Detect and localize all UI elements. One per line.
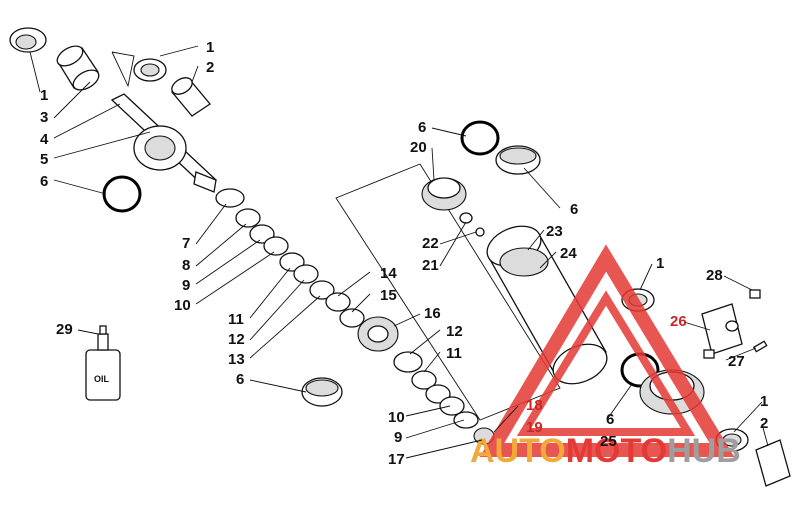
top-bushing-1 [9, 27, 47, 53]
callout-3: 3 [40, 109, 48, 126]
watermark-text: AUTOMOTOHUB [470, 432, 741, 470]
callout-8: 8 [182, 257, 190, 274]
callout-13: 13 [228, 351, 245, 368]
callout-17: 17 [388, 451, 405, 468]
ring-6-lower-left [301, 377, 343, 407]
callout-16: 16 [424, 305, 441, 322]
callout-labels: 1 2 1 3 4 5 6 7 8 9 10 11 12 13 14 15 16… [40, 39, 768, 468]
oring-6-c [460, 120, 500, 156]
callout-1: 1 [656, 255, 664, 272]
ring-6-d [495, 145, 541, 175]
assembly-outline [335, 163, 561, 421]
callout-6: 6 [236, 371, 244, 388]
callout-26: 26 [670, 313, 687, 330]
leader-lines [29, 45, 769, 459]
callout-18: 18 [526, 397, 543, 414]
valve-assembly-26 [701, 303, 743, 359]
callout-25: 25 [600, 433, 617, 450]
callout-20: 20 [410, 139, 427, 156]
callout-11: 11 [228, 311, 244, 328]
callout-12: 12 [446, 323, 463, 340]
callout-28: 28 [706, 267, 723, 284]
callout-10: 10 [174, 297, 191, 314]
callout-19: 19 [526, 419, 543, 436]
callout-6: 6 [418, 119, 426, 136]
oring-6-a [102, 175, 142, 213]
callout-6: 6 [40, 173, 48, 190]
cap-28 [749, 289, 761, 299]
callout-6: 6 [570, 201, 578, 218]
pin-27 [752, 340, 768, 353]
washer-stack-left [215, 188, 365, 328]
cap-20 [421, 177, 473, 224]
callout-5: 5 [40, 151, 48, 168]
callout-21: 21 [422, 257, 439, 274]
oil-label: OIL [94, 374, 110, 384]
callout-2: 2 [760, 415, 768, 432]
callout-12: 12 [228, 331, 245, 348]
watermark-moto: MOTO [566, 432, 667, 470]
callout-7: 7 [182, 235, 190, 252]
callout-4: 4 [40, 131, 49, 148]
callout-2: 2 [206, 59, 214, 76]
callout-24: 24 [560, 245, 577, 262]
watermark-hub: HUB [667, 432, 741, 470]
sleeve-2 [171, 77, 211, 117]
callout-10: 10 [388, 409, 405, 426]
valve-22-21 [475, 227, 485, 237]
watermark-auto: AUTO [470, 432, 566, 470]
callout-9: 9 [182, 277, 190, 294]
eyelet-5 [133, 125, 187, 171]
oil-bottle: OIL [85, 325, 121, 401]
bushing-1-right [133, 58, 167, 82]
callout-1: 1 [760, 393, 768, 410]
callout-6: 6 [606, 411, 614, 428]
top-sleeve-3 [56, 45, 100, 91]
callout-29: 29 [56, 321, 73, 338]
callout-1: 1 [206, 39, 214, 56]
washer-stack-lower [393, 351, 479, 429]
callout-14: 14 [380, 265, 397, 282]
sleeve-2-b [755, 439, 791, 487]
body-23 [499, 247, 549, 277]
watermark-logo [479, 244, 735, 457]
callout-11: 11 [446, 345, 462, 362]
callout-22: 22 [422, 235, 439, 252]
callout-23: 23 [546, 223, 563, 240]
callout-15: 15 [380, 287, 397, 304]
callout-1: 1 [40, 87, 48, 104]
bracket-line [111, 51, 135, 88]
callout-27: 27 [728, 353, 745, 370]
piston-16 [357, 316, 399, 352]
callout-9: 9 [394, 429, 402, 446]
